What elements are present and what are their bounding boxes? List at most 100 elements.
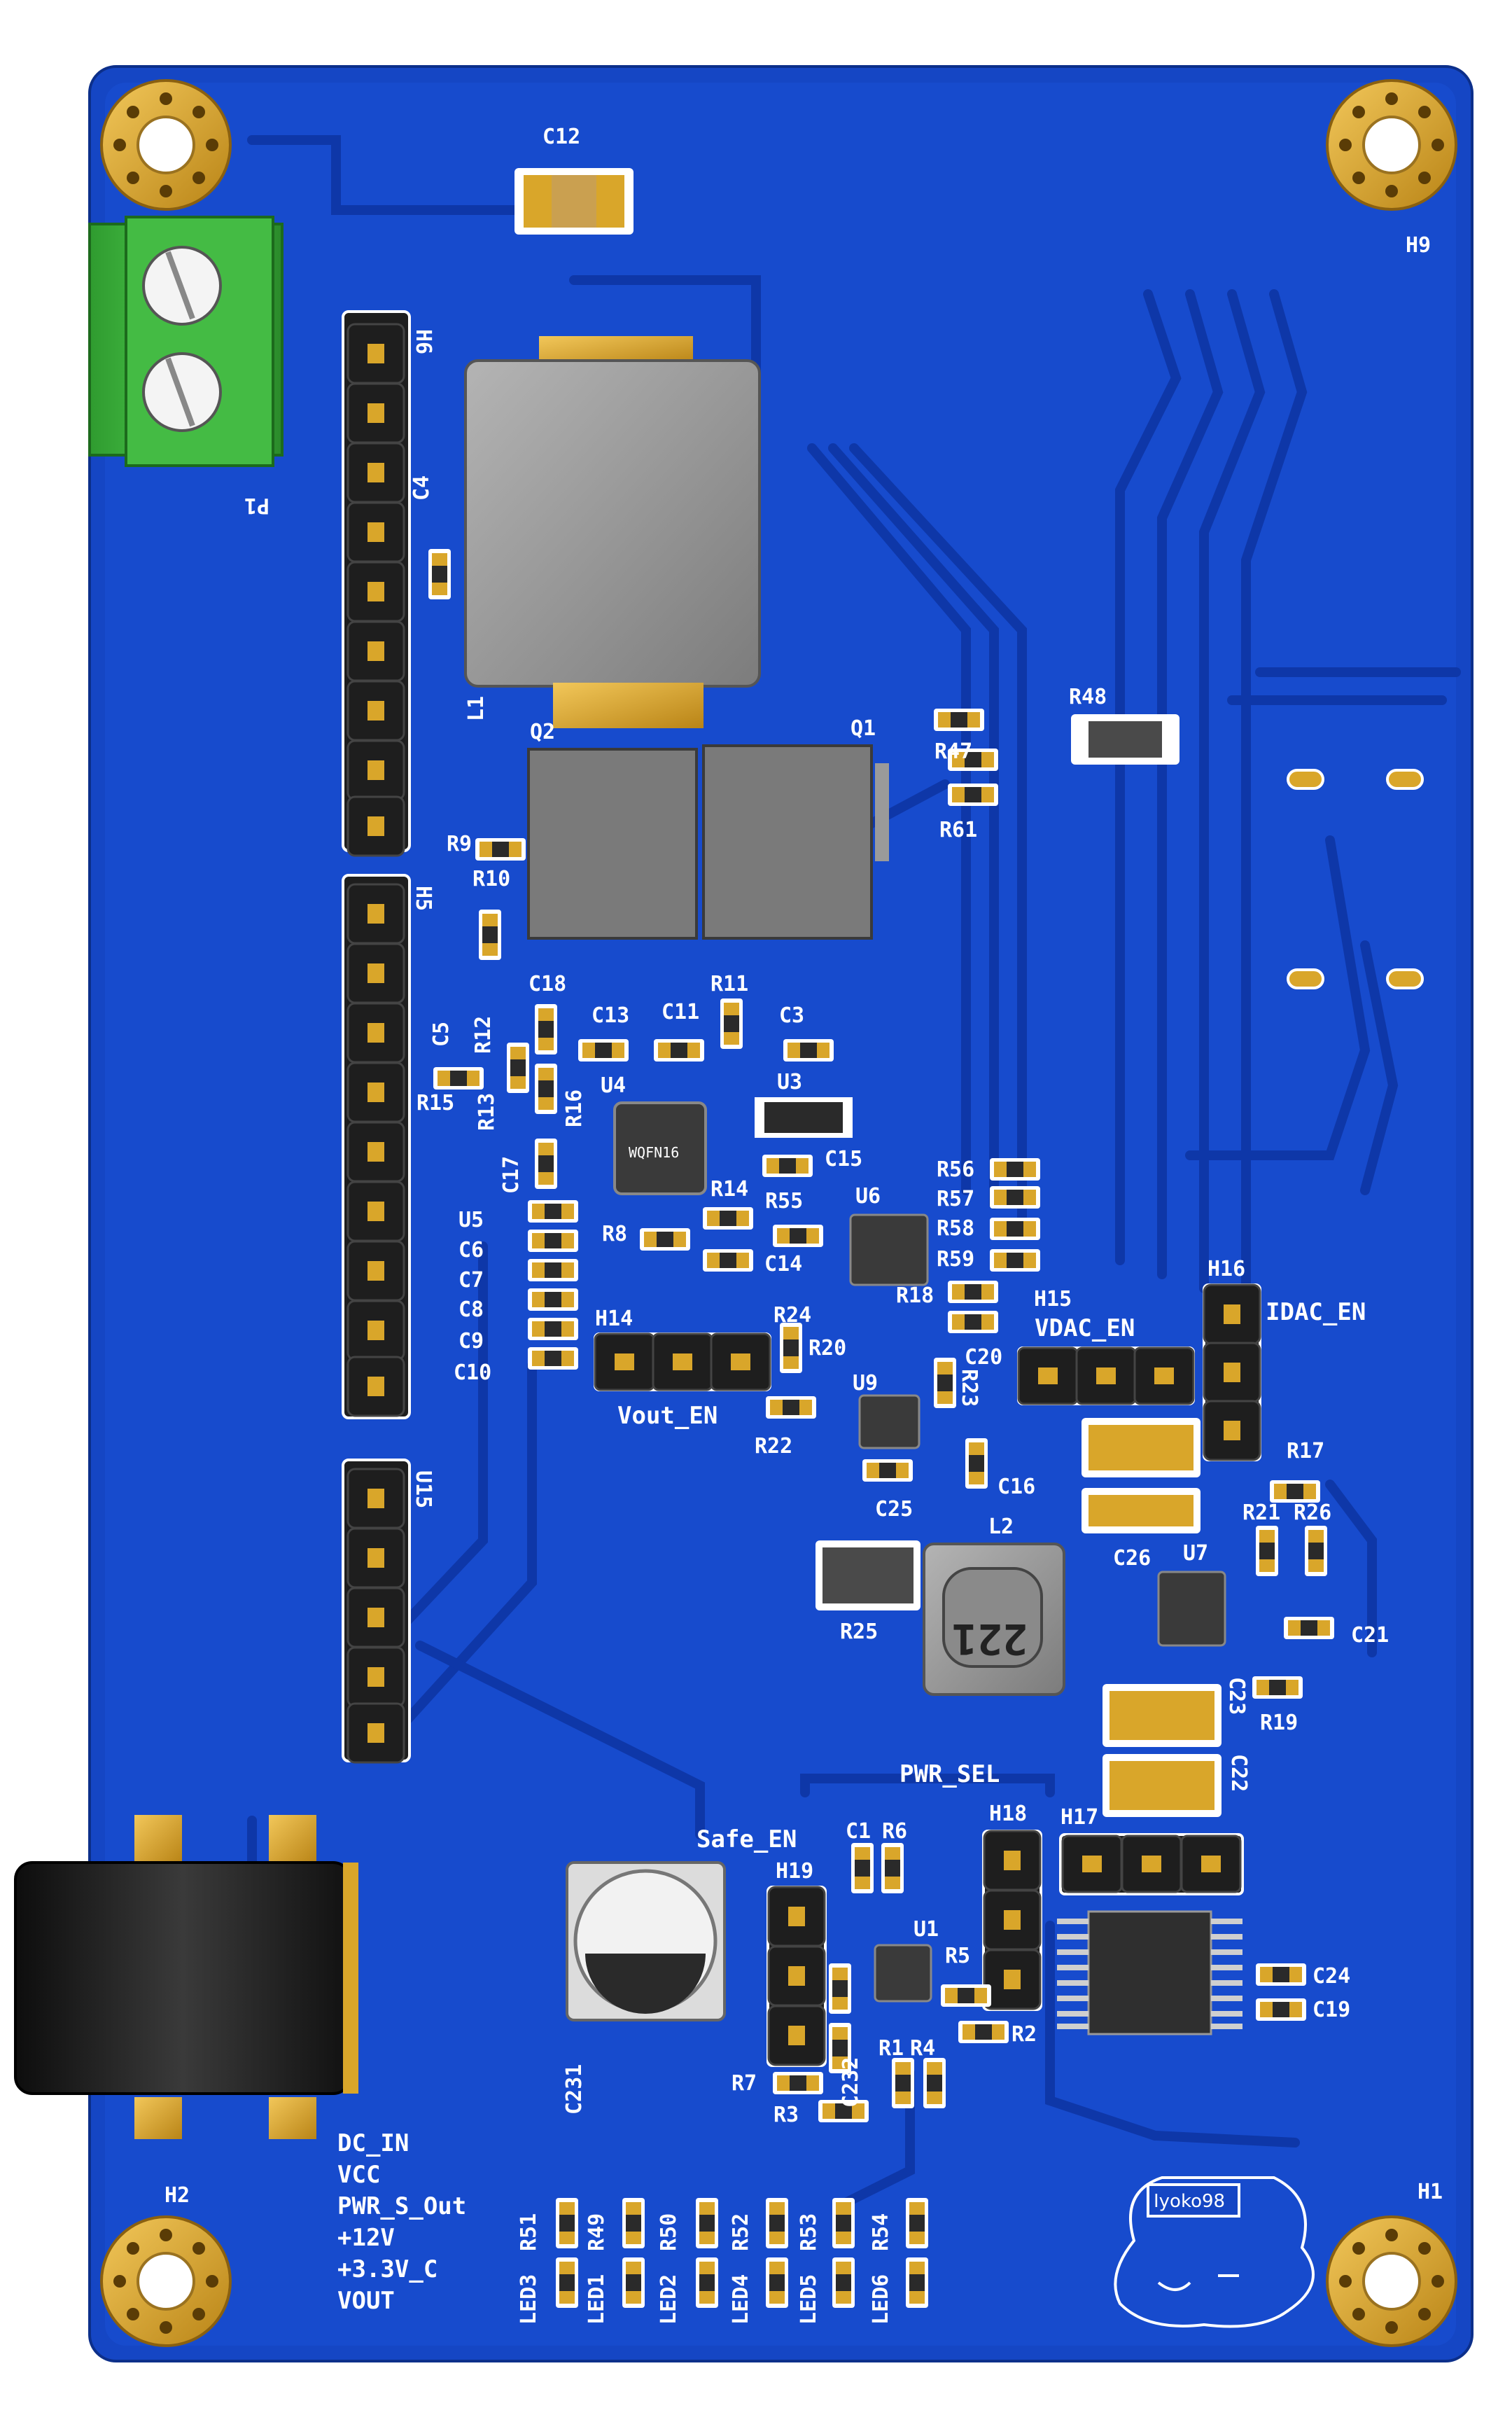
label-dc-in: DC_IN [337, 2129, 409, 2157]
label-c13: C13 [592, 1003, 629, 1028]
label-c6: C6 [458, 1238, 484, 1262]
terminal-block-p1[interactable] [88, 216, 284, 467]
label-r23: R23 [957, 1369, 981, 1407]
label-q1: Q1 [850, 716, 876, 741]
label-c1: C1 [846, 1819, 871, 1844]
label-r58: R58 [937, 1216, 974, 1241]
ic-u4 [613, 1101, 707, 1195]
label-idac-en: IDAC_EN [1266, 1298, 1366, 1326]
label-u1: U1 [913, 1917, 939, 1942]
pin-header-u15[interactable] [342, 1459, 411, 1764]
label-c3: C3 [779, 1003, 804, 1028]
ic-u7 [1157, 1571, 1226, 1647]
pin-header-h18[interactable] [982, 1830, 1042, 2011]
mounting-hole-h2 [100, 2215, 232, 2347]
label-c24: C24 [1312, 1964, 1350, 1989]
label-c11: C11 [662, 1000, 699, 1024]
pin-header-h17[interactable] [1059, 1833, 1244, 1895]
label-l2: L2 [988, 1515, 1014, 1539]
label-c15: C15 [825, 1147, 862, 1171]
silkscreen-labels: C12 H9 P1 H6 C4 L1 Q2 Q1 R48 R47 R61 R9 … [164, 125, 1443, 2325]
pin-header-h6[interactable] [342, 310, 411, 857]
label-h19: H19 [776, 1859, 813, 1884]
label-u5: U5 [458, 1208, 484, 1232]
connector-pads [1287, 769, 1424, 989]
label-r9: R9 [447, 832, 472, 856]
label-c9: C9 [458, 1329, 484, 1353]
label-inductor-value: 221 [952, 1614, 1028, 1663]
label-vcc: VCC [337, 2161, 380, 2189]
capacitor-c26 [1082, 1418, 1200, 1533]
label-h18: H18 [989, 1802, 1027, 1826]
label-r18: R18 [896, 1283, 934, 1308]
label-r56: R56 [937, 1157, 974, 1182]
label-r54: R54 [869, 2213, 893, 2251]
pin-header-h16[interactable] [1203, 1283, 1261, 1461]
label-r3: R3 [774, 2103, 799, 2127]
label-h6: H6 [411, 329, 435, 354]
label-vdac-en: VDAC_EN [1035, 1314, 1135, 1342]
label-r13: R13 [475, 1093, 499, 1131]
label-r55: R55 [765, 1189, 803, 1213]
label-c14: C14 [764, 1252, 802, 1276]
label-c23: C23 [1224, 1677, 1249, 1715]
label-r5: R5 [945, 1944, 970, 1968]
label-r20: R20 [808, 1336, 846, 1360]
ic-u1 [874, 1944, 932, 2003]
ic-u6 [849, 1213, 929, 1286]
label-c8: C8 [458, 1297, 484, 1322]
capacitor-c23 [1102, 1684, 1222, 1747]
label-u7: U7 [1183, 1541, 1208, 1566]
mounting-hole-h9 [1326, 79, 1457, 211]
ic-u9 [858, 1394, 920, 1449]
label-r47: R47 [934, 739, 972, 764]
label-u15: U15 [411, 1470, 435, 1508]
label-c22: C22 [1226, 1754, 1251, 1792]
label-r12: R12 [471, 1016, 496, 1054]
label-h5: H5 [411, 886, 435, 911]
label-led5: LED5 [797, 2274, 821, 2325]
ic-tssop [1057, 1910, 1242, 2035]
mounting-hole-h1 [1326, 2215, 1457, 2347]
logo-text: Iyoko98 [1154, 2191, 1225, 2212]
label-3v3-c: +3.3V_C [337, 2255, 438, 2283]
label-r1: R1 [878, 2036, 904, 2061]
label-r4: R4 [910, 2036, 935, 2061]
label-r51: R51 [517, 2213, 541, 2251]
label-c18: C18 [528, 972, 566, 996]
label-r7: R7 [732, 2071, 757, 2096]
label-led2: LED2 [657, 2274, 681, 2325]
label-h17: H17 [1060, 1805, 1098, 1830]
label-r24: R24 [774, 1303, 811, 1328]
label-r8: R8 [602, 1222, 627, 1246]
pin-header-h5[interactable] [342, 874, 411, 1419]
pin-header-h14[interactable] [594, 1332, 771, 1391]
label-r57: R57 [937, 1187, 974, 1211]
label-h16: H16 [1208, 1257, 1245, 1281]
pin-header-h15[interactable] [1017, 1346, 1195, 1405]
resistor-r48 [1071, 714, 1180, 765]
label-q2: Q2 [530, 720, 555, 744]
label-c26: C26 [1113, 1546, 1151, 1571]
dc-jack[interactable] [14, 1815, 358, 2139]
label-12v: +12V [337, 2224, 395, 2252]
label-l1: L1 [464, 696, 489, 721]
label-vout: VOUT [337, 2287, 395, 2315]
label-c21: C21 [1351, 1623, 1389, 1648]
label-u4: U4 [601, 1073, 626, 1098]
label-r22: R22 [755, 1434, 792, 1459]
label-c25: C25 [875, 1497, 913, 1522]
label-safe-en: Safe_EN [696, 1825, 797, 1853]
capacitor-c12 [514, 168, 634, 235]
label-r14: R14 [710, 1177, 748, 1202]
label-r48: R48 [1069, 685, 1107, 709]
label-vout-en: Vout_EN [617, 1402, 718, 1430]
logo-sketch: Iyoko98 [1114, 2176, 1315, 2328]
label-c7: C7 [458, 1268, 484, 1293]
pin-header-h19[interactable] [766, 1886, 827, 2067]
label-c19: C19 [1312, 1998, 1350, 2022]
inductor-l2 [923, 1543, 1065, 1696]
label-r17: R17 [1287, 1439, 1324, 1463]
label-r15: R15 [416, 1091, 454, 1115]
label-r16: R16 [562, 1090, 587, 1127]
